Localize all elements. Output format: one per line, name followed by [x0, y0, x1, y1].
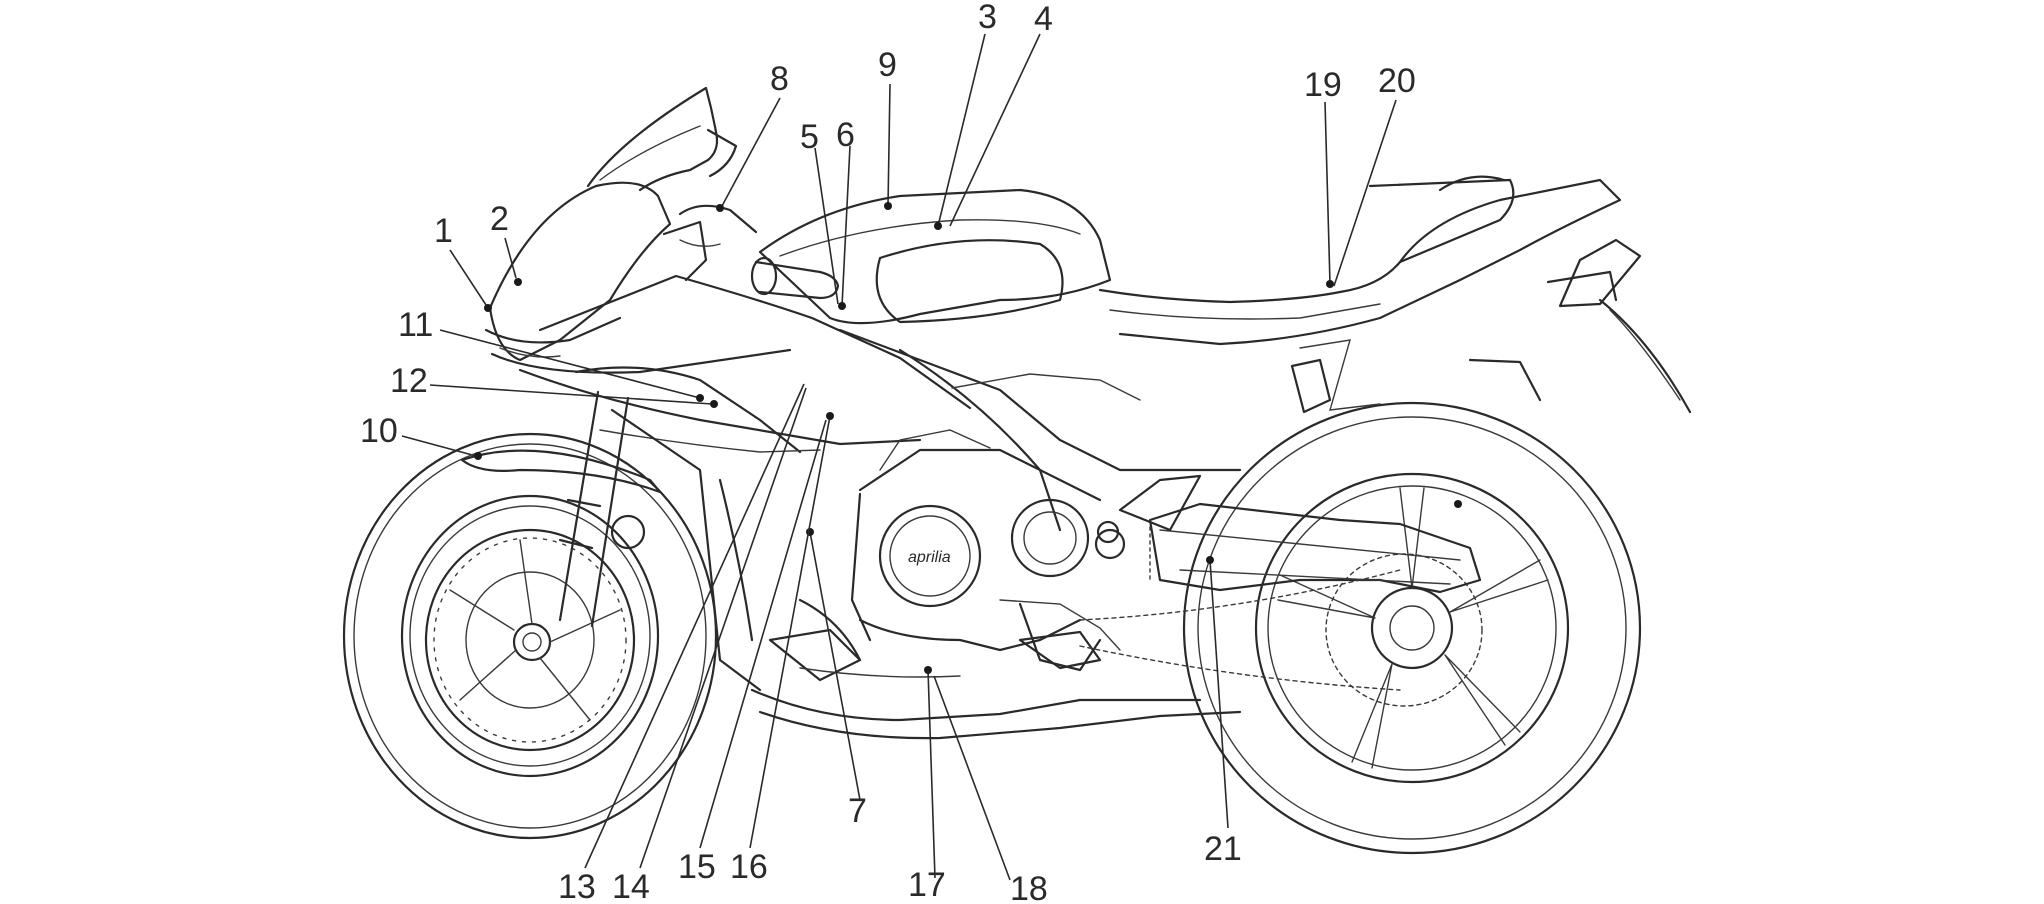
label-4: 4	[1034, 0, 1053, 38]
label-12: 12	[390, 362, 428, 400]
label-5: 5	[800, 118, 819, 156]
label-9: 9	[878, 46, 897, 84]
rear-wheel	[1182, 401, 1642, 855]
label-14: 14	[612, 868, 650, 904]
label-6: 6	[836, 116, 855, 154]
label-19: 19	[1304, 66, 1342, 104]
label-21: 21	[1204, 830, 1242, 868]
label-2: 2	[490, 200, 509, 238]
leader-lines	[401, 33, 1397, 881]
label-18: 18	[1010, 870, 1048, 904]
label-1: 1	[434, 212, 453, 250]
label-20: 20	[1378, 62, 1416, 100]
label-13: 13	[558, 868, 596, 904]
callout-labels: 1 2 3 4 5 6 7 8 9 10 11 12 13 14 15 16 1…	[360, 0, 1416, 904]
label-8: 8	[770, 60, 789, 98]
front-wheel	[342, 432, 718, 840]
label-3: 3	[978, 0, 997, 36]
aprilia-logo: aprilia	[908, 549, 951, 566]
label-16: 16	[730, 848, 768, 886]
label-17: 17	[908, 866, 946, 904]
label-7: 7	[848, 792, 867, 830]
label-15: 15	[678, 848, 716, 886]
label-10: 10	[360, 412, 398, 450]
engine: aprilia	[768, 429, 1126, 682]
motorcycle-drawing: aprilia	[342, 86, 1692, 855]
label-11: 11	[398, 306, 433, 344]
